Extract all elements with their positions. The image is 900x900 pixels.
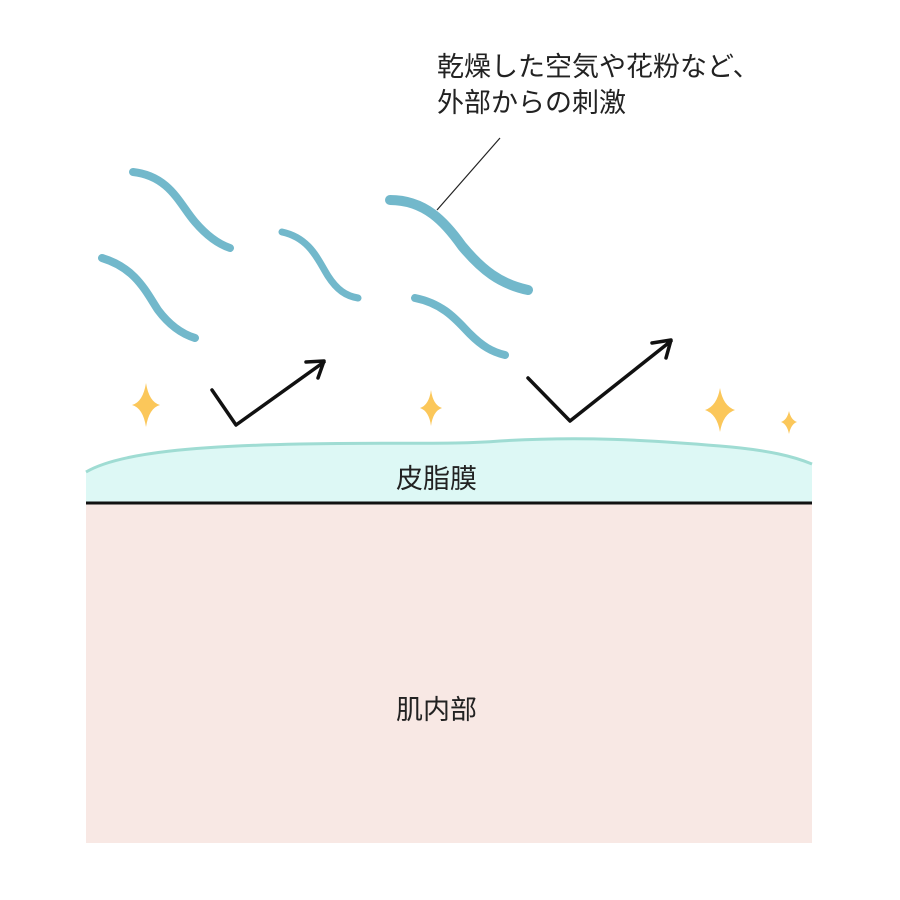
annotation-line-1: 乾燥した空気や花粉など、 xyxy=(437,52,760,83)
irritant-wisp xyxy=(129,168,234,252)
annotation-line-2: 外部からの刺激 xyxy=(437,88,626,119)
skin-interior xyxy=(86,503,812,843)
sparkle-icon xyxy=(705,388,735,432)
skin-interior-label: 肌内部 xyxy=(396,695,477,726)
irritant-wisp xyxy=(278,228,362,302)
sebum-film xyxy=(86,438,812,503)
sparkle-icon xyxy=(420,390,442,426)
deflect-arrow-icon xyxy=(526,338,673,423)
sparkle-icon xyxy=(132,383,160,427)
irritant-wisp xyxy=(411,294,509,359)
irritant-wisp xyxy=(98,254,199,342)
sparkle-icon xyxy=(781,411,797,434)
callout-line xyxy=(436,137,501,211)
deflect-arrow-icon xyxy=(210,359,326,427)
sebum-film-edge xyxy=(85,437,813,474)
sebum-film-label: 皮脂膜 xyxy=(396,464,477,495)
irritant-wisp xyxy=(385,195,533,295)
